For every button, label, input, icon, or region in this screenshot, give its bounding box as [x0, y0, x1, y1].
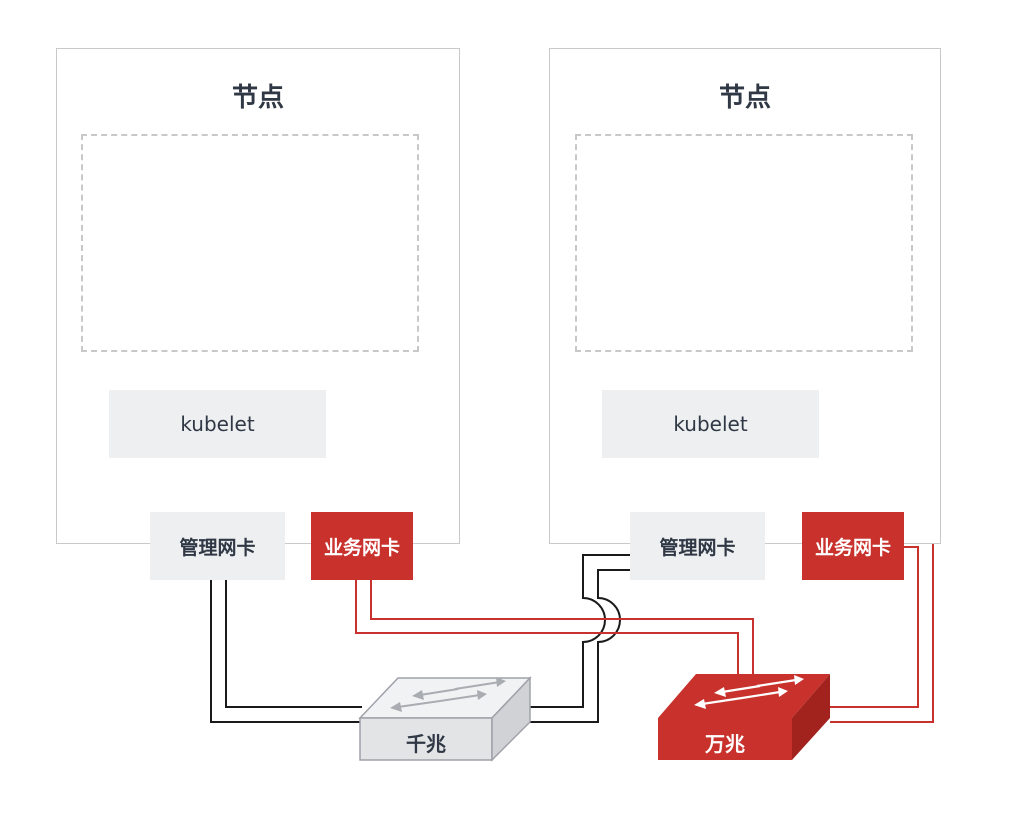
kubelet-box: kubelet [602, 390, 819, 458]
ten-gigabit-switch-label: 万兆 [705, 732, 745, 756]
node-box-2: 节点 [549, 48, 941, 544]
biz-cable-1 [355, 580, 754, 674]
gigabit-switch-icon [358, 676, 532, 762]
pod-group-2 [575, 134, 913, 352]
business-nic: 业务网卡 [802, 512, 904, 580]
management-nic: 管理网卡 [150, 512, 285, 580]
gigabit-switch-label: 千兆 [406, 732, 446, 756]
node-title: 节点 [718, 83, 771, 113]
kubelet-box: kubelet [109, 390, 326, 458]
mgmt-cable-1 [210, 580, 362, 723]
business-nic: 业务网卡 [311, 512, 413, 580]
management-nic: 管理网卡 [630, 512, 765, 580]
mgmt-cable-2 [528, 554, 632, 723]
node-box-1: 节点 [56, 48, 460, 544]
node-title: 节点 [231, 83, 284, 113]
ten-gigabit-switch-icon [658, 674, 830, 760]
pod-group-1 [81, 134, 419, 352]
